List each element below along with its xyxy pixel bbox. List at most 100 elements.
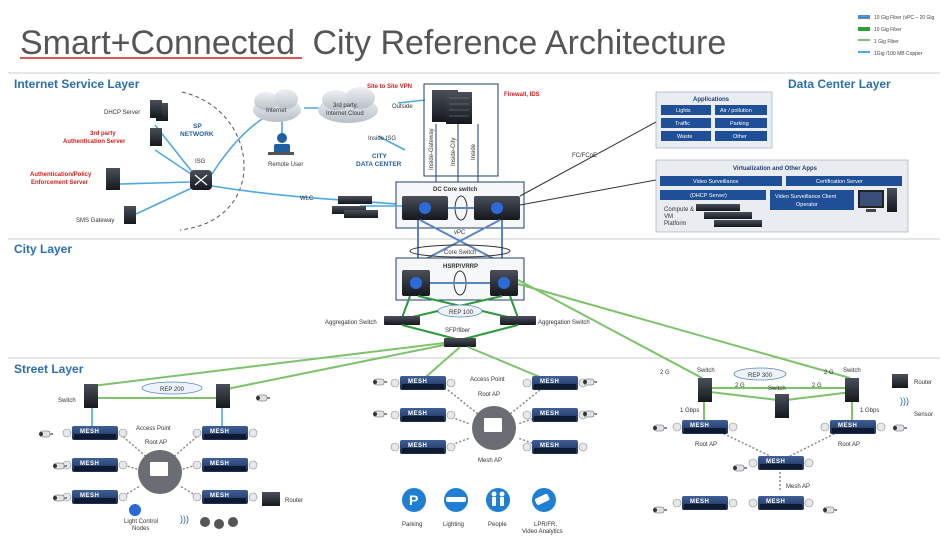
street-left-switch-label: Switch (58, 398, 76, 404)
rep100-ring (437, 304, 483, 318)
layer-label-city: City Layer (14, 242, 72, 256)
svg-text:MESH: MESH (766, 499, 785, 505)
mesh-node-r1: MESH (672, 419, 738, 435)
app-waste: Waste (677, 134, 692, 140)
rep200-ring (141, 381, 203, 395)
mesh-node-l3: MESH (62, 457, 128, 473)
isg-router-icon (190, 170, 212, 190)
left-router-label: Router (285, 498, 303, 504)
street-right-switch-b-icon (775, 394, 789, 418)
internet-label: Internet (266, 108, 287, 114)
one-gbps-label-right: 1 Gbps (860, 408, 879, 414)
svg-text:P: P (409, 492, 418, 508)
street-center-cluster: Access Point Root AP Mesh AP (447, 377, 541, 464)
mesh-node-c6: MESH (522, 439, 588, 455)
city-dc-label-1: CITY (372, 153, 387, 160)
sfp-fiber-label: SFP/fiber (445, 328, 470, 334)
city-switch-right-icon (490, 270, 518, 296)
svg-text:MESH: MESH (80, 429, 99, 435)
wlc-icon (332, 196, 378, 218)
app-parking: Parking (730, 121, 749, 127)
mesh-node-l6: MESH (192, 489, 258, 505)
dc-core-label: DC Core switch (433, 187, 478, 193)
svg-text:MESH: MESH (408, 411, 427, 417)
app-lights: Lights (676, 108, 691, 114)
mesh-node-c2: MESH (522, 375, 588, 391)
app-other: Other (733, 134, 747, 140)
fc-link-virt (519, 179, 657, 206)
dhcp-server-label: DHCP Server (104, 110, 140, 116)
firewall-label: Firewall, IDS (504, 92, 540, 98)
applications-title: Applications (693, 97, 730, 103)
core-to-city-links (417, 219, 503, 263)
rep300-ring (733, 367, 787, 381)
two-g-label-1: 2 G (660, 370, 670, 376)
dhcp-server-dc-label: (DHCP Server) (690, 193, 727, 199)
mesh-node-r3: MESH (748, 455, 814, 471)
sp-network-label-1: SP (193, 123, 202, 130)
operator-workstation-icon (858, 188, 897, 212)
aggregation-switch-left-label: Aggregation Switch (325, 320, 377, 326)
legend-label-copper: 1Gig /100 MB Copper (874, 51, 923, 57)
dhcp-server-icon (150, 100, 168, 121)
layer-label-street: Street Layer (14, 362, 84, 376)
auth-policy-label-1: Authentication/Policy (30, 172, 92, 178)
street-left-switch-a-icon (84, 384, 98, 408)
core-switch-label: Core Switch (444, 250, 476, 256)
center-mesh-nodes: MESH MESH MESH MESH MESH MESH (390, 375, 588, 455)
right-switch-c-label: Switch (843, 368, 861, 374)
two-g-label-3: 2 G (812, 383, 822, 389)
two-g-label-4: 2 G (824, 370, 834, 376)
city-to-street-right-links (517, 279, 851, 379)
svg-text:MESH: MESH (210, 429, 229, 435)
dc-core-switch-left-icon (402, 196, 448, 220)
service-icons: P Parking Lighting People LPR/FR, Video … (402, 488, 563, 535)
svg-text:MESH: MESH (540, 411, 559, 417)
legend-swatch-1g (858, 39, 870, 41)
inside-isg-label: Inside ISG (368, 136, 396, 142)
mesh-node-l1: MESH (62, 425, 128, 441)
mesh-node-r2: MESH (820, 419, 886, 435)
street-left-cluster: REP 200 Switch Access Point Root AP Ligh… (58, 381, 303, 532)
city-switch-left-icon (402, 270, 430, 296)
two-g-label-2: 2 G (735, 383, 745, 389)
right-root-ap-label-b: Root AP (838, 442, 860, 448)
center-mesh-ap-label: Mesh AP (478, 458, 502, 464)
legend: 10 Gig Fiber (vPC – 20 Gig 10 Gig Fiber … (858, 15, 935, 57)
sms-gateway-icon (124, 206, 136, 224)
agg-to-sfp-links (401, 324, 519, 341)
dc-core-switch-right-icon (474, 196, 520, 220)
auth-policy-server-icon (106, 168, 120, 190)
parking-icon: P (402, 488, 426, 512)
legend-label-10g: 10 Gig Fiber (874, 27, 902, 33)
rep200-label: REP 200 (160, 387, 185, 393)
service-label-people: People (488, 522, 507, 528)
svg-text:MESH: MESH (408, 443, 427, 449)
firewall-icon (432, 90, 472, 124)
sensor-label: Sensor (914, 412, 933, 418)
people-icon (486, 488, 510, 512)
rep300-label: REP 300 (748, 373, 773, 379)
app-air-pollution: Air / pollution (720, 108, 752, 114)
firewall-inside-links (435, 124, 479, 182)
compute-label-1: Compute & (664, 207, 694, 213)
inside-city-label: Inside-City (451, 138, 457, 166)
aggregation-switch-right-icon (500, 316, 536, 325)
fcfcoe-label: FC/FCoE (572, 153, 597, 159)
legend-swatch-10g (858, 27, 870, 31)
one-gbps-label-left: 1 Gbps (680, 408, 699, 414)
mesh-node-c3: MESH (390, 407, 456, 423)
legend-label-1g: 1 Gig Fiber (874, 39, 899, 45)
legend-swatch-copper (858, 51, 870, 53)
light-control-label-2: Nodes (132, 526, 149, 532)
left-access-point-label: Access Point (136, 426, 171, 432)
rep100-label: REP 100 (449, 310, 474, 316)
right-mesh-ap-label: Mesh AP (786, 484, 810, 490)
third-party-label-1: 3rd party (90, 131, 116, 137)
street-left-switch-b-icon (216, 384, 230, 408)
left-light-control-icon (129, 504, 141, 516)
left-root-ap-label: Root AP (145, 440, 167, 446)
svg-text:MESH: MESH (210, 461, 229, 467)
